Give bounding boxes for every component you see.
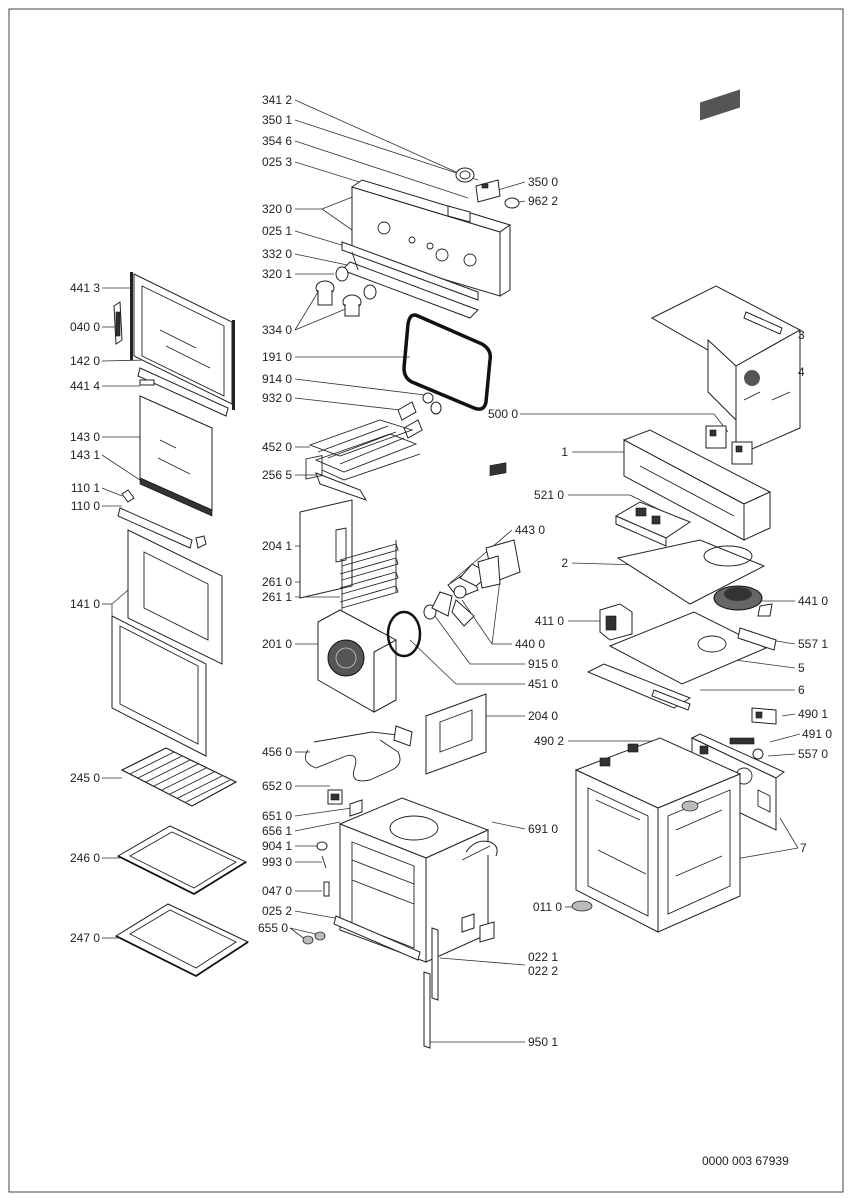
part-label: 6 [798,683,805,697]
fan-cover [317,609,397,713]
grill-element [308,419,421,501]
oven-cavity [333,797,498,963]
part-label: 354 6 [262,134,292,148]
baking-tray-deep [114,903,250,978]
page-border [8,8,844,1193]
part-label: 441 0 [798,594,828,608]
switch-parts [729,707,777,760]
part-label: 557 0 [798,747,828,761]
part-label: 350 1 [262,113,292,127]
part-label: 256 5 [262,468,292,482]
transformer [599,603,633,641]
part-label: 932 0 [262,391,292,405]
part-label: 047 0 [262,884,292,898]
part-label: 411 0 [535,614,564,628]
part-label: 204 0 [528,709,558,723]
part-label: 261 0 [262,575,292,589]
control-board [614,501,692,547]
part-label: 993 0 [262,855,292,869]
part-label: 490 2 [534,734,564,748]
part-label: 191 0 [262,350,292,364]
door-glass-frame [113,272,235,417]
part-label: 651 0 [262,809,292,823]
part-label: 652 0 [262,779,292,793]
top-cover [650,89,802,457]
part-label: 4 [798,365,805,379]
side-racks [339,540,399,610]
part-label: 451 0 [528,677,558,691]
part-label: 490 1 [798,707,828,721]
part-label: 5 [798,661,805,675]
part-label: 914 0 [262,372,292,386]
part-label: 040 0 [70,320,100,334]
part-label: 7 [800,841,807,855]
lower-element [304,725,413,782]
part-label: 011 0 [533,900,562,914]
part-label: 025 2 [262,904,292,918]
part-label: 143 1 [70,448,100,462]
part-label: 521 0 [534,488,564,502]
back-wall-204-0 [425,693,487,775]
part-label: 025 1 [262,224,292,238]
part-label: 025 3 [262,155,292,169]
part-label: 1 [561,445,568,459]
part-label: 110 0 [71,499,100,513]
part-label: 246 0 [70,851,100,865]
part-label: 440 0 [515,637,545,651]
part-label: 441 3 [70,281,100,295]
cooling-plate [616,539,773,617]
small-electrical-parts [302,789,363,945]
part-label: 141 0 [70,597,100,611]
part-label: 3 [798,328,805,342]
part-label: 245 0 [70,771,100,785]
outer-housing [571,737,742,933]
part-label: 320 0 [262,202,292,216]
inner-glass [117,395,213,549]
part-label: 334 0 [262,323,292,337]
part-label: 204 1 [262,539,292,553]
side-panel-204-1 [299,455,353,599]
part-label: 2 [561,556,568,570]
part-label: 452 0 [262,440,292,454]
part-label: 350 0 [528,175,558,189]
part-label: 201 0 [262,637,292,651]
base-plate [586,611,777,711]
part-label: 557 1 [798,637,828,651]
part-label: 962 2 [528,194,558,208]
control-panel-assembly [315,167,520,319]
part-label: 904 1 [262,839,292,853]
part-label: 655 0 [258,921,288,935]
side-rails [423,927,439,1049]
part-label: 656 1 [262,824,292,838]
part-label: 500 0 [488,407,518,421]
part-label: 143 0 [70,430,100,444]
part-label: 950 1 [528,1035,558,1049]
part-label: 456 0 [262,745,292,759]
document-code: 0000 003 67939 [702,1154,789,1168]
fan-assembly [386,462,521,658]
part-label: 341 2 [262,93,292,107]
fastener-parts [397,392,442,439]
part-label: 022 1 [528,950,558,964]
part-label: 247 0 [70,931,100,945]
door-panel [111,529,223,757]
part-label: 022 2 [528,964,558,978]
part-label: 261 1 [262,590,292,604]
part-label: 320 1 [262,267,292,281]
baking-tray-shallow [116,825,248,896]
part-label: 441 4 [70,379,100,393]
part-label: 142 0 [70,354,100,368]
part-label: 691 0 [528,822,558,836]
part-label: 491 0 [802,727,832,741]
part-label: 443 0 [515,523,545,537]
part-label: 332 0 [262,247,292,261]
door-seal [402,313,493,411]
oven-rack [120,747,238,807]
part-label: 915 0 [528,657,558,671]
blower-housing [622,425,772,541]
part-label: 110 1 [71,481,100,495]
